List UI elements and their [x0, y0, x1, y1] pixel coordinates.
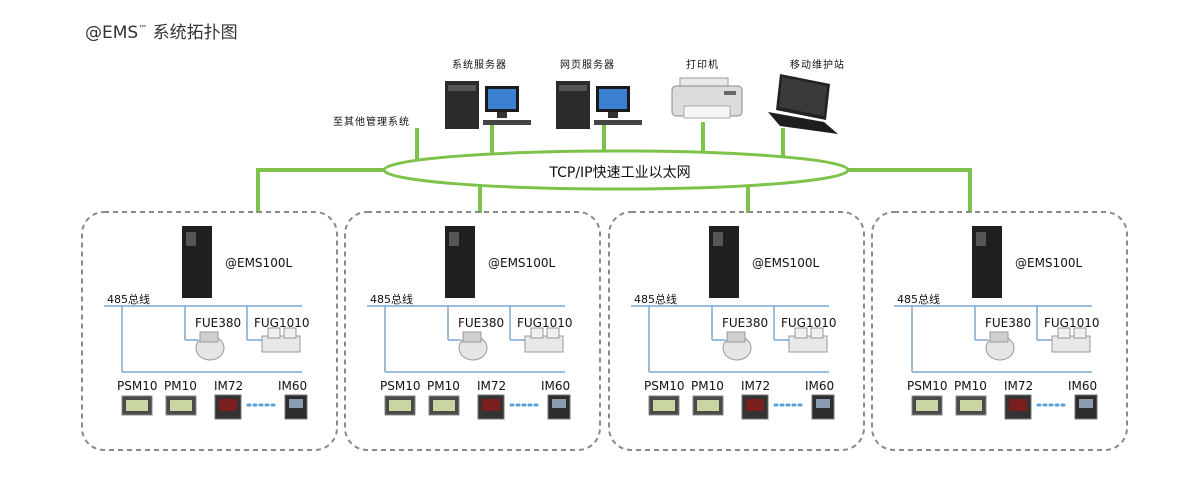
substation-1 — [81, 211, 338, 451]
link-sub4 — [848, 168, 972, 213]
controller-label: @EMS100L — [752, 256, 820, 270]
ultrasonic-flowmeter-icon — [788, 335, 828, 353]
bus-label: 485总线 — [634, 293, 677, 306]
bus-label: 485总线 — [897, 293, 940, 306]
device-label-web-server: 网页服务器 — [560, 60, 615, 71]
ultrasonic-flowmeter-icon — [1051, 335, 1091, 353]
device-label-laptop: 移动维护站 — [790, 60, 845, 71]
controller-label: @EMS100L — [1015, 256, 1083, 270]
bus-label: 485总线 — [107, 293, 150, 306]
laptop-icon — [768, 74, 838, 134]
ultrasonic-flowmeter-icon — [261, 335, 301, 353]
substation-box — [608, 211, 865, 451]
flowmeter-label: FUG1010 — [254, 316, 310, 330]
flowmeter-label: FUE380 — [458, 316, 505, 330]
controller-label: @EMS100L — [225, 256, 293, 270]
meter-label: IM72 — [477, 379, 507, 393]
flowmeter-label: FUE380 — [722, 316, 769, 330]
flowmeter-label: FUE380 — [985, 316, 1032, 330]
bus-label: 485总线 — [370, 293, 413, 306]
server-pc-icon — [556, 81, 642, 129]
meter-label: IM60 — [541, 379, 571, 393]
meter-label: PM10 — [691, 379, 724, 393]
other-system-label: 至其他管理系统 — [333, 117, 410, 128]
substation-box — [871, 211, 1128, 451]
meter-label: PSM10 — [907, 379, 948, 393]
device-label-printer: 打印机 — [686, 60, 719, 71]
ethernet-ellipse — [382, 149, 850, 191]
ultrasonic-flowmeter-icon — [524, 335, 564, 353]
flowmeter-label: FUE380 — [195, 316, 242, 330]
substation-box — [344, 211, 601, 451]
flowmeter-label: FUG1010 — [517, 316, 573, 330]
meter-label: IM72 — [741, 379, 771, 393]
network-label: TCP/IP快速工业以太网 — [549, 165, 691, 181]
server-pc-icon — [445, 81, 531, 129]
meter-label: IM72 — [1004, 379, 1034, 393]
flowmeter-label: FUG1010 — [1044, 316, 1100, 330]
meter-label: IM60 — [278, 379, 308, 393]
substation-4 — [871, 211, 1128, 451]
substation-3 — [608, 211, 865, 451]
link-sub1 — [256, 168, 384, 213]
meter-label: PSM10 — [644, 379, 685, 393]
substation-2 — [344, 211, 601, 451]
meter-label: IM60 — [805, 379, 835, 393]
meter-label: IM60 — [1068, 379, 1098, 393]
printer-icon — [671, 77, 743, 119]
flowmeter-label: FUG1010 — [781, 316, 837, 330]
meter-label: IM72 — [214, 379, 244, 393]
controller-label: @EMS100L — [488, 256, 556, 270]
meter-label: PSM10 — [117, 379, 158, 393]
substation-box — [81, 211, 338, 451]
device-label-system-server: 系统服务器 — [452, 60, 507, 71]
diagram-title: @EMS™ 系统拓扑图 — [85, 23, 238, 43]
meter-label: PM10 — [954, 379, 987, 393]
meter-label: PM10 — [164, 379, 197, 393]
meter-label: PM10 — [427, 379, 460, 393]
meter-label: PSM10 — [380, 379, 421, 393]
